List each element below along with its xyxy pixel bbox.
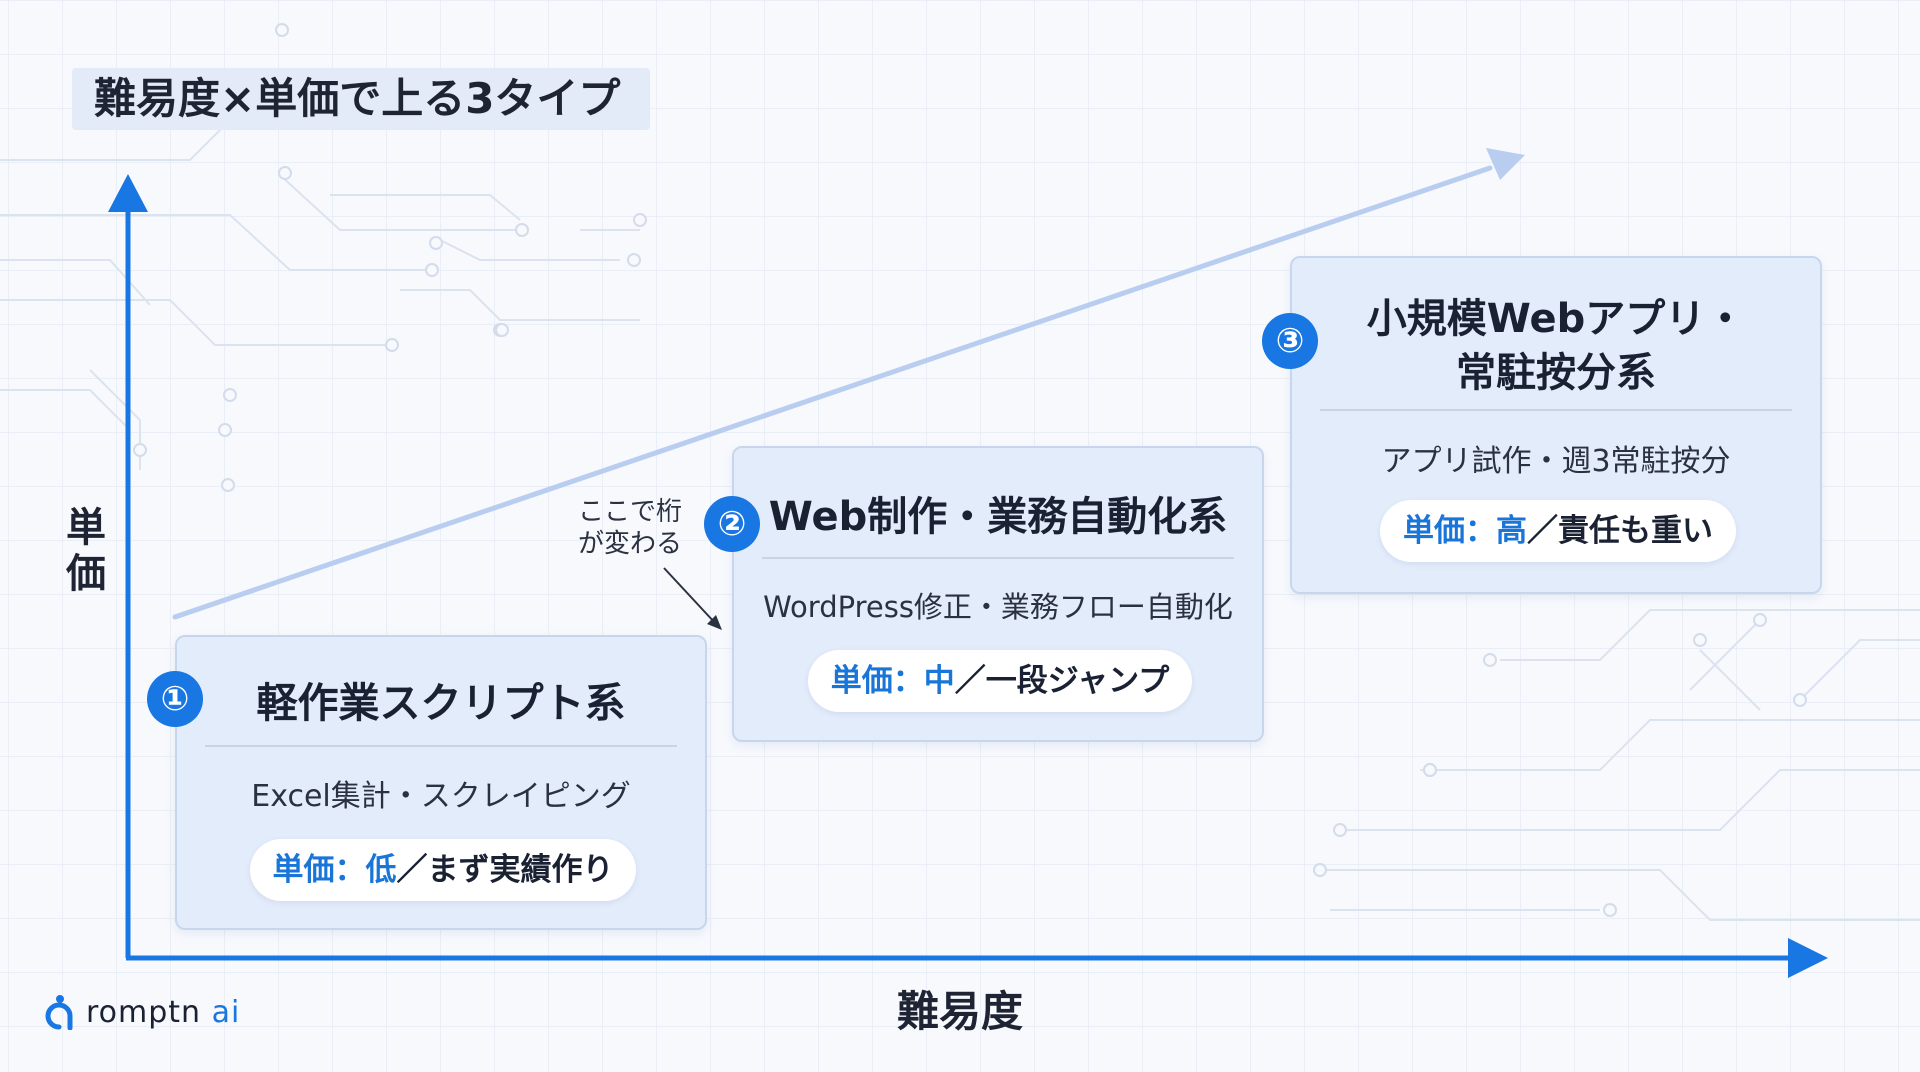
card-description: アプリ試作・週3常駐按分 xyxy=(1381,444,1731,479)
x-axis-label: 難易度 xyxy=(896,987,1023,1036)
card-divider xyxy=(1320,409,1792,411)
card-small-webapp: 小規模Webアプリ・ 常駐按分系 アプリ試作・週3常駐按分 単価：高／責任も重い xyxy=(1290,256,1822,594)
card-divider xyxy=(205,745,677,747)
note-arrow-head xyxy=(707,615,722,630)
badge-number-3: ③ xyxy=(1262,313,1318,369)
card-heading-line2: 常駐按分系 xyxy=(1456,350,1656,396)
annotation-note: ここで桁 が変わる xyxy=(570,496,690,560)
logo-text-main: romptn xyxy=(86,994,202,1030)
price-pill: 単価：高／責任も重い xyxy=(1380,500,1736,562)
trend-arrow-head xyxy=(1486,148,1525,180)
brand-logo: romptn ai xyxy=(44,990,240,1034)
price-note: ／責任も重い xyxy=(1527,513,1713,549)
price-level: 低 xyxy=(365,852,397,888)
y-axis-arrowhead xyxy=(108,174,148,212)
card-description: WordPress修正・業務フロー自動化 xyxy=(763,590,1233,624)
y-axis-label: 単価 xyxy=(60,505,112,597)
price-label: 単価： xyxy=(272,852,366,888)
price-pill: 単価：低／まず実績作り xyxy=(250,839,636,901)
badge-number-1: ① xyxy=(147,671,203,727)
circuit-nodes-left xyxy=(133,23,647,492)
x-axis-arrowhead xyxy=(1788,938,1828,978)
badge-number-2: ② xyxy=(704,496,760,552)
price-note: ／一段ジャンプ xyxy=(954,663,1170,699)
logo-text: romptn ai xyxy=(86,995,240,1030)
price-note: ／まず実績作り xyxy=(396,852,614,888)
card-description: Excel集計・スクレイピング xyxy=(251,779,631,814)
card-heading: 軽作業スクリプト系 xyxy=(256,679,626,727)
card-web-automation: Web制作・業務自動化系 WordPress修正・業務フロー自動化 単価：中／一… xyxy=(732,446,1264,742)
circuit-decoration-left xyxy=(0,109,640,470)
price-level: 高 xyxy=(1496,513,1527,549)
circuit-decoration-right xyxy=(1320,609,1920,921)
title-chip xyxy=(72,68,650,130)
y-axis-label-text: 単価 xyxy=(66,505,106,597)
price-label: 単価： xyxy=(830,663,924,699)
card-light-script: 軽作業スクリプト系 Excel集計・スクレイピング 単価：低／まず実績作り xyxy=(175,635,707,930)
logo-text-accent: ai xyxy=(211,994,241,1030)
trend-arrow-line xyxy=(172,165,1493,620)
note-line-1: ここで桁 xyxy=(577,497,682,527)
card-heading: Web制作・業務自動化系 xyxy=(768,494,1228,540)
card-heading-line1: 小規模Webアプリ・ xyxy=(1366,296,1746,342)
logo-mark-icon xyxy=(44,994,74,1031)
price-pill: 単価：中／一段ジャンプ xyxy=(808,650,1192,712)
price-level: 中 xyxy=(923,663,955,699)
note-arrow-line xyxy=(663,567,717,625)
price-label: 単価： xyxy=(1403,513,1496,549)
diagram-title: 難易度×単価で上る3タイプ xyxy=(94,74,621,123)
card-divider xyxy=(762,557,1234,559)
circuit-nodes-right xyxy=(1313,613,1807,917)
note-line-2: が変わる xyxy=(577,529,682,559)
